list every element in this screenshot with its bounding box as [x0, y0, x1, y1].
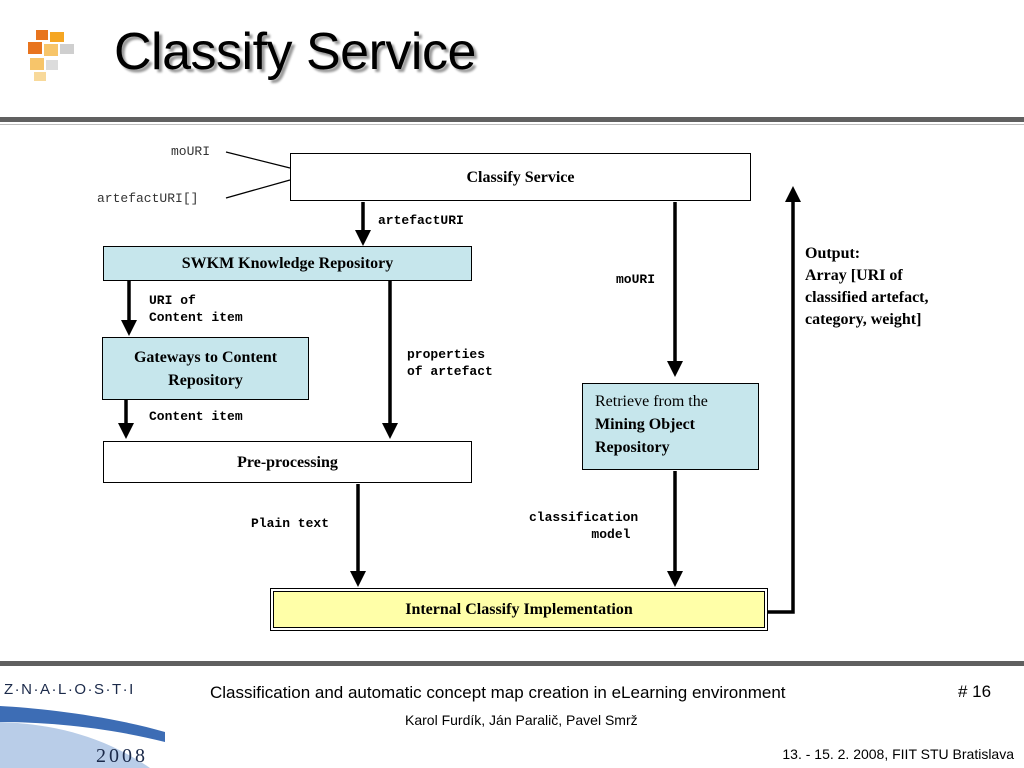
page-title: Classify Service [114, 23, 476, 81]
gateways-box: Gateways to Content Repository [102, 337, 309, 400]
output-description: Output: Array [URI of classified artefac… [805, 243, 1005, 331]
properties-of-artefact-label: properties of artefact [407, 347, 493, 379]
swkm-repository-box: SWKM Knowledge Repository [103, 246, 472, 281]
output-line-2: Array [URI of [805, 267, 903, 284]
footer-divider [0, 661, 1024, 666]
znalosti-2008-logo: Z·N·A·L·O·S·T·I 2008 [0, 681, 165, 768]
logo-znalosti-text: Z·N·A·L·O·S·T·I [4, 681, 135, 698]
mining-repository-box: Retrieve from the Mining Object Reposito… [582, 383, 759, 470]
slide-logo-icon [28, 30, 74, 81]
classification-model-label: classification model [529, 510, 639, 542]
diagram-connectors [118, 151, 801, 614]
output-return-line [768, 200, 795, 614]
mining-box-label-line2: Mining Object [595, 416, 695, 433]
preprocessing-box-label: Pre-processing [237, 453, 338, 471]
internal-classify-box: Internal Classify Implementation [270, 588, 768, 631]
classify-service-diagram: moURI artefactURI[] Classify Service SWK… [97, 144, 1005, 631]
classify-service-box: Classify Service [290, 153, 751, 201]
gateways-box-label-line2: Repository [168, 371, 243, 389]
output-line-3: classified artefact, [805, 289, 929, 306]
gateways-box-label-line1: Gateways to Content [133, 348, 278, 366]
footer-authors: Karol Furdík, Ján Paralič, Pavel Smrž [405, 712, 638, 728]
logo-year-text: 2008 [96, 745, 148, 767]
mouri-input-label: moURI [171, 144, 211, 159]
mouri-input-line [225, 151, 291, 169]
output-line-1: Output: [805, 245, 861, 262]
internal-classify-box-label: Internal Classify Implementation [405, 601, 633, 618]
swkm-repository-box-label: SWKM Knowledge Repository [181, 255, 394, 272]
footer-page-number: # 16 [958, 682, 992, 701]
mining-box-label-line3: Repository [595, 439, 670, 456]
artefacturi-input-line [225, 179, 291, 199]
artefacturi-input-label: artefactURI[] [97, 191, 199, 206]
footer-presentation-title: Classification and automatic concept map… [210, 683, 786, 702]
header-divider-thin [0, 124, 1024, 125]
uri-of-content-item-label: URI of Content item [149, 293, 243, 325]
output-line-4: category, weight] [805, 311, 922, 328]
preprocessing-box: Pre-processing [103, 441, 472, 483]
artefacturi-arrow-label: artefactURI [378, 213, 464, 228]
content-item-label: Content item [149, 409, 243, 424]
header-divider [0, 117, 1024, 122]
mouri-arrow-label: moURI [616, 272, 656, 287]
mining-box-label-line1: Retrieve from the [595, 393, 708, 410]
plain-text-label: Plain text [251, 516, 330, 531]
classify-service-box-label: Classify Service [466, 168, 575, 186]
footer-event: 13. - 15. 2. 2008, FIIT STU Bratislava [782, 746, 1014, 762]
